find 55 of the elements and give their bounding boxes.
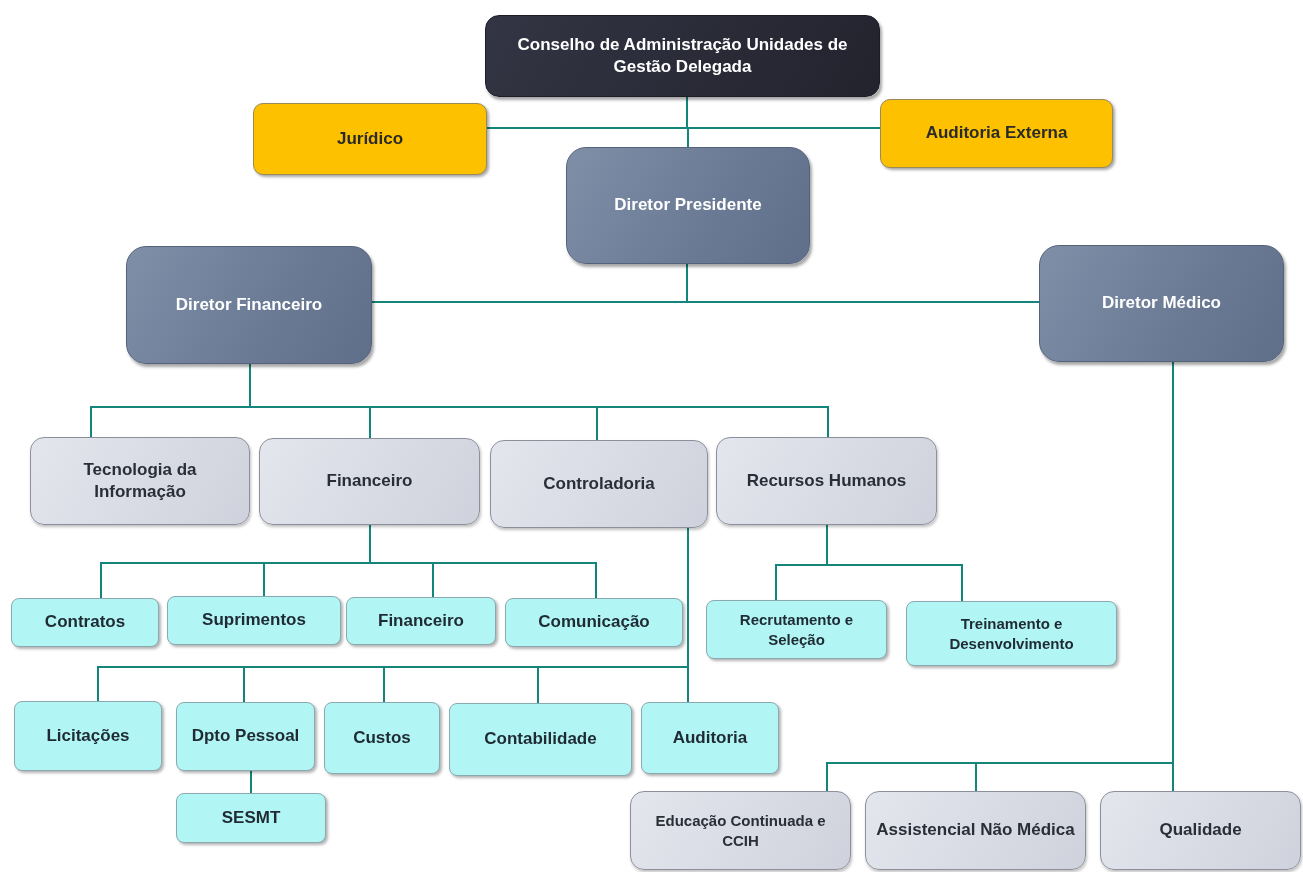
connector-line bbox=[250, 770, 252, 794]
org-box bbox=[641, 702, 779, 774]
box-label: Diretor Financeiro bbox=[175, 293, 323, 316]
box-label: Auditoria bbox=[672, 726, 748, 749]
org-box bbox=[906, 601, 1117, 666]
org-box bbox=[253, 103, 487, 175]
box-label: Qualidade bbox=[1159, 819, 1242, 842]
box-label: Tecnologia da Informação bbox=[82, 458, 198, 503]
org-box bbox=[259, 438, 480, 525]
box-label: Contabilidade bbox=[484, 728, 597, 751]
box-label: Conselho de Administração Unidades de Gestão Delegada bbox=[516, 33, 849, 78]
org-box bbox=[14, 701, 162, 771]
box-label: Diretor Médico bbox=[1102, 292, 1221, 315]
box-label: Comunicação bbox=[538, 611, 650, 634]
org-box bbox=[167, 596, 341, 645]
box-label: Treinamento e Desenvolvimento bbox=[948, 614, 1075, 653]
box-label: Recrutamento e Seleção bbox=[738, 610, 855, 649]
box-label: Controladoria bbox=[543, 472, 655, 495]
box-label: Diretor Presidente bbox=[614, 194, 762, 217]
connector-line bbox=[686, 96, 689, 148]
box-label: Licitações bbox=[46, 724, 130, 747]
org-box bbox=[449, 703, 632, 776]
box-label: Dpto Pessoal bbox=[191, 725, 300, 748]
org-box bbox=[865, 791, 1086, 870]
box-label: Financeiro bbox=[326, 470, 413, 493]
org-box bbox=[880, 99, 1113, 168]
org-box bbox=[176, 702, 315, 771]
box-label: Contratos bbox=[44, 611, 126, 634]
org-box bbox=[1100, 791, 1301, 870]
box-label: Financeiro bbox=[378, 609, 464, 632]
box-label: Educação Continuada e CCIH bbox=[654, 811, 827, 850]
org-box bbox=[346, 597, 496, 645]
org-box bbox=[11, 598, 159, 647]
org-box bbox=[490, 440, 708, 528]
org-box bbox=[630, 791, 851, 870]
box-label: Recursos Humanos bbox=[746, 469, 907, 492]
box-label: SESMT bbox=[221, 806, 281, 829]
org-box bbox=[30, 437, 250, 525]
org-box bbox=[176, 793, 326, 843]
box-label: Custos bbox=[353, 726, 411, 749]
connector-line bbox=[687, 527, 689, 703]
org-box bbox=[485, 15, 880, 97]
org-box bbox=[324, 702, 440, 774]
org-box bbox=[706, 600, 887, 659]
box-label: Suprimentos bbox=[202, 609, 306, 632]
org-box bbox=[566, 147, 810, 264]
org-box bbox=[505, 598, 683, 647]
box-label: Auditoria Externa bbox=[925, 122, 1068, 145]
box-label: Assistencial Não Médica bbox=[876, 819, 1075, 842]
org-box bbox=[716, 437, 937, 525]
connector-line bbox=[826, 524, 963, 602]
org-box bbox=[1039, 245, 1284, 362]
connector-line bbox=[369, 524, 597, 599]
org-box bbox=[126, 246, 372, 364]
box-label: Jurídico bbox=[336, 127, 404, 150]
